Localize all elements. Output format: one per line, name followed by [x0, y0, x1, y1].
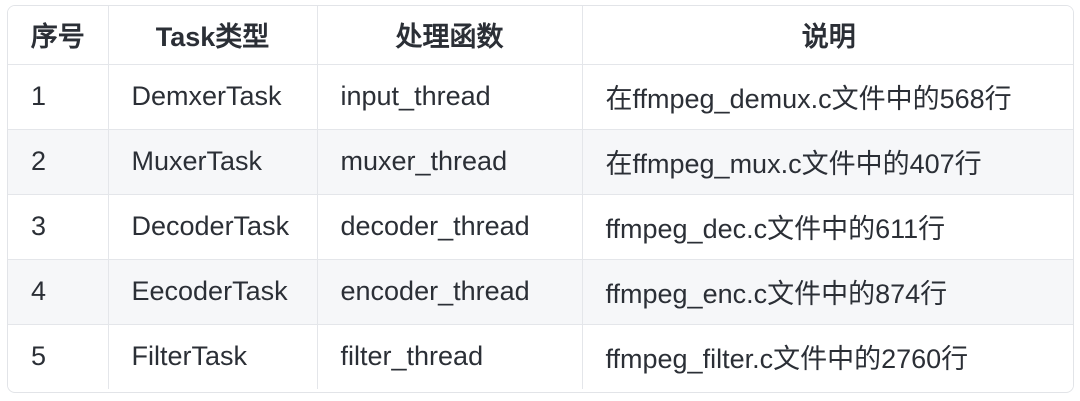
task-table-container: 序号 Task类型 处理函数 说明 1 DemxerTask input_thr… — [7, 5, 1074, 393]
cell-task-type: DecoderTask — [107, 193, 318, 260]
table-row: 3 DecoderTask decoder_thread ffmpeg_dec.… — [8, 193, 1073, 260]
cell-index: 5 — [8, 323, 109, 389]
header-cell-index: 序号 — [8, 6, 109, 65]
header-row: 序号 Task类型 处理函数 说明 — [8, 6, 1073, 65]
cell-task-type: FilterTask — [107, 323, 318, 389]
cell-handler: input_thread — [316, 63, 583, 130]
cell-index: 3 — [8, 193, 109, 260]
cell-index: 2 — [8, 128, 109, 195]
cell-index: 4 — [8, 258, 109, 325]
table-row: 2 MuxerTask muxer_thread 在ffmpeg_mux.c文件… — [8, 128, 1073, 195]
header-cell-handler: 处理函数 — [316, 6, 583, 65]
task-table: 序号 Task类型 处理函数 说明 1 DemxerTask input_thr… — [8, 6, 1073, 389]
cell-handler: muxer_thread — [316, 128, 583, 195]
cell-description: 在ffmpeg_mux.c文件中的407行 — [581, 128, 1073, 195]
table-row: 1 DemxerTask input_thread 在ffmpeg_demux.… — [8, 63, 1073, 130]
cell-description: 在ffmpeg_demux.c文件中的568行 — [581, 63, 1073, 130]
cell-task-type: EecoderTask — [107, 258, 318, 325]
cell-description: ffmpeg_filter.c文件中的2760行 — [581, 323, 1073, 389]
cell-task-type: DemxerTask — [107, 63, 318, 130]
cell-handler: decoder_thread — [316, 193, 583, 260]
cell-task-type: MuxerTask — [107, 128, 318, 195]
cell-description: ffmpeg_dec.c文件中的611行 — [581, 193, 1073, 260]
header-cell-task-type: Task类型 — [107, 6, 318, 65]
table-row: 4 EecoderTask encoder_thread ffmpeg_enc.… — [8, 258, 1073, 325]
header-cell-description: 说明 — [581, 6, 1073, 65]
cell-index: 1 — [8, 63, 109, 130]
cell-handler: filter_thread — [316, 323, 583, 389]
table-row: 5 FilterTask filter_thread ffmpeg_filter… — [8, 323, 1073, 389]
cell-description: ffmpeg_enc.c文件中的874行 — [581, 258, 1073, 325]
cell-handler: encoder_thread — [316, 258, 583, 325]
